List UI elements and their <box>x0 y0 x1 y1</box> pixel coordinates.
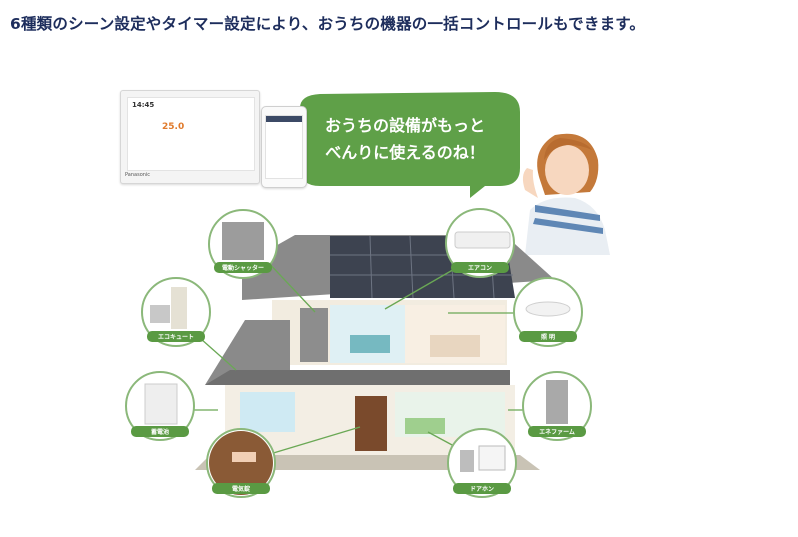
woman-figure <box>522 133 610 255</box>
control-panel-device: 14:45 25.0 Panasonic <box>120 90 260 184</box>
callout-lighting <box>513 277 583 347</box>
speech-bubble-text: おうちの設備がもっと べんりに使えるのね！ <box>300 112 510 166</box>
control-panel-screen: 14:45 25.0 <box>127 97 255 171</box>
callout-aircon <box>445 208 515 278</box>
smartphone-header-bar <box>266 116 302 122</box>
label-doorphone: ドアホン <box>469 486 494 493</box>
label-lighting: 照 明 <box>540 334 556 341</box>
speech-line-1: おうちの設備がもっと <box>324 116 485 135</box>
callout-battery <box>125 371 195 441</box>
label-lock: 電気錠 <box>231 486 250 493</box>
label-aircon: エアコン <box>467 265 492 272</box>
label-ecocute: エコキュート <box>157 334 194 341</box>
callout-shutter <box>208 209 278 279</box>
panel-brand: Panasonic <box>125 172 151 178</box>
label-shutter: 電動シャッター <box>221 265 264 272</box>
panel-temperature: 25.0 <box>162 122 185 132</box>
smartphone-device <box>261 106 307 188</box>
callout-enefarm <box>522 371 592 441</box>
speech-line-2: べんりに使えるのね！ <box>325 143 485 162</box>
callout-doorphone <box>447 428 517 498</box>
page-headline: 6種類のシーン設定やタイマー設定により、おうちの機器の一括コントロールもできます… <box>10 15 646 33</box>
smartphone-screen <box>265 115 303 179</box>
callout-lock <box>206 428 276 498</box>
speech-bubble <box>300 92 520 198</box>
label-battery: 蓄電池 <box>150 429 169 436</box>
panel-time: 14:45 <box>132 101 155 109</box>
callout-ecocute <box>141 277 211 347</box>
label-enefarm: エネファーム <box>539 429 575 436</box>
